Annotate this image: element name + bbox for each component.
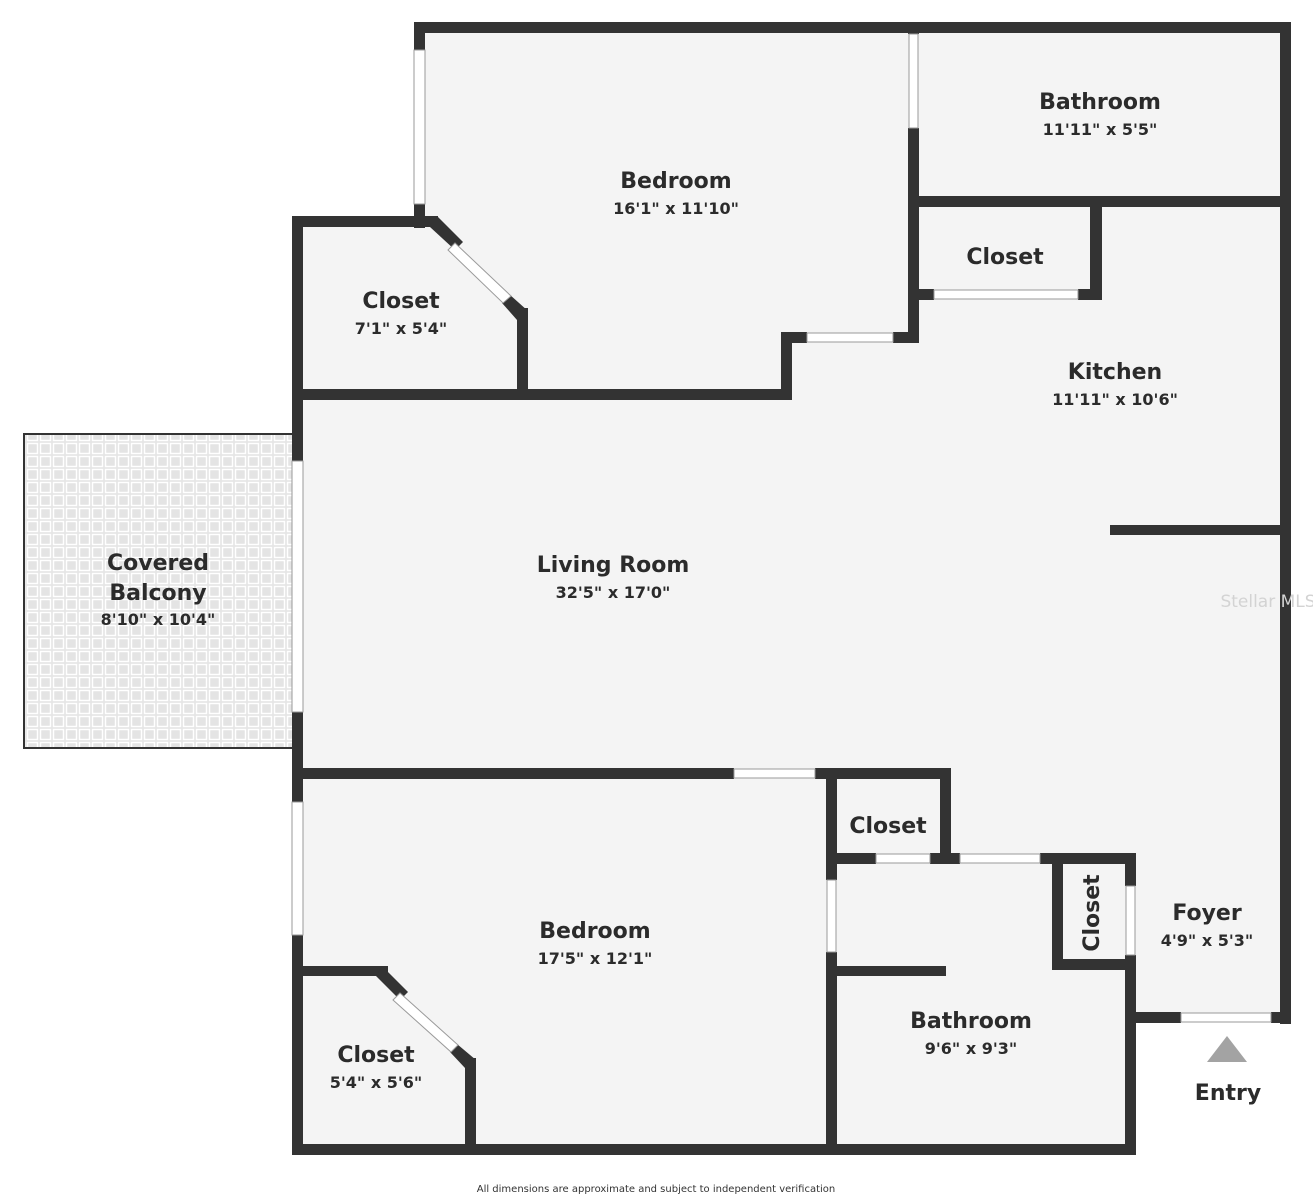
room-label-bedroom-bottom: Bedroom	[539, 919, 650, 944]
entry-label: Entry	[1195, 1081, 1261, 1106]
room-label-kitchen: Kitchen	[1068, 360, 1162, 385]
floor-area	[298, 28, 1285, 1150]
room-label-balcony-line1: Covered	[107, 551, 209, 576]
room-label-bathroom-top: Bathroom	[1039, 90, 1161, 115]
closet-door-bottom-left	[392, 992, 459, 1053]
room-dims-living-room: 32'5" x 17'0"	[556, 583, 671, 602]
openings	[291, 33, 1272, 1053]
room-label-foyer: Foyer	[1172, 901, 1242, 926]
entry-door	[1180, 1012, 1272, 1023]
walls	[292, 22, 1291, 1155]
closet-door-foyer	[1125, 885, 1136, 956]
entry-arrow-icon	[1207, 1036, 1247, 1062]
closet-door-mid	[875, 853, 931, 864]
room-label-closet-bottom-left: Closet	[337, 1043, 415, 1068]
room-label-bathroom-bottom: Bathroom	[910, 1009, 1032, 1034]
window-top-bedroom	[413, 49, 426, 205]
room-label-living-room: Living Room	[537, 553, 690, 578]
room-dims-bedroom-bottom: 17'5" x 12'1"	[538, 949, 653, 968]
room-dims-bedroom-top: 16'1" x 11'10"	[613, 199, 739, 218]
room-label-bedroom-top: Bedroom	[620, 169, 731, 194]
doorway-top-bedroom-bathroom	[908, 33, 919, 129]
window-bottom-bedroom	[291, 801, 304, 936]
doorway-top-bedroom	[806, 332, 894, 343]
closet-door-top-right	[933, 289, 1079, 300]
room-dims-bathroom-bottom: 9'6" x 9'3"	[925, 1039, 1017, 1058]
disclaimer: All dimensions are approximate and subje…	[477, 1184, 836, 1195]
room-dims-kitchen: 11'11" x 10'6"	[1052, 390, 1178, 409]
room-label-closet-bottom-mid: Closet	[849, 814, 927, 839]
room-dims-foyer: 4'9" x 5'3"	[1161, 931, 1253, 950]
balcony-door	[291, 460, 304, 713]
room-dims-closet-bottom-left: 5'4" x 5'6"	[330, 1073, 422, 1092]
room-label-closet-top-right: Closet	[966, 245, 1044, 270]
room-dims-balcony: 8'10" x 10'4"	[101, 610, 216, 629]
room-label-closet-top-left: Closet	[362, 289, 440, 314]
closet-door-top-left	[447, 242, 512, 304]
room-label-balcony-line2: Balcony	[109, 581, 206, 606]
watermark: Stellar MLS	[1220, 592, 1313, 612]
room-dims-bathroom-top: 11'11" x 5'5"	[1043, 120, 1158, 139]
doorway-bathroom-bedroom	[826, 879, 837, 953]
doorway-bottom-bedroom	[733, 768, 816, 779]
room-dims-closet-top-left: 7'1" x 5'4"	[355, 319, 447, 338]
doorway-bottom-bathroom	[959, 853, 1041, 864]
room-label-closet-bottom-right: Closet	[1080, 874, 1105, 952]
